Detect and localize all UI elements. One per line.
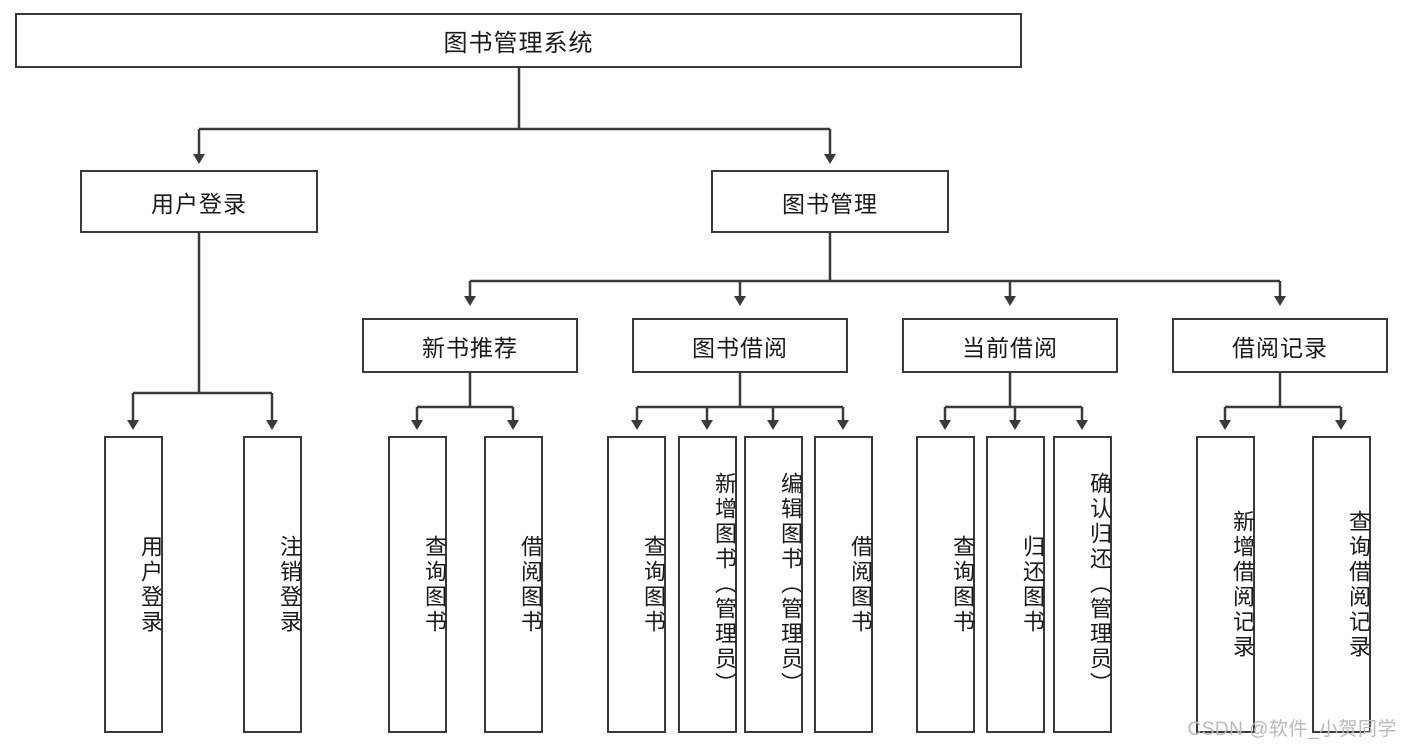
node-leaf-user-logout[interactable]: 注销登录 [243,436,302,733]
node-user-login[interactable]: 用户登录 [80,170,318,233]
node-leaf-query-book-1[interactable]: 查询图书 [388,436,447,733]
node-leaf-user-logout-label: 注销登录 [277,534,302,635]
node-leaf-query-record[interactable]: 查询借阅记录 [1312,436,1371,733]
node-borrow-record[interactable]: 借阅记录 [1172,318,1388,373]
node-book-management[interactable]: 图书管理 [711,170,949,233]
node-leaf-query-record-label: 查询借阅记录 [1346,509,1371,660]
node-leaf-confirm-return-label: 确认归还（管理员） [1087,472,1112,697]
node-leaf-query-book-1-label: 查询图书 [422,534,447,635]
node-root[interactable]: 图书管理系统 [15,13,1022,68]
node-new-book-recommend-label: 新书推荐 [422,334,518,361]
watermark-text: CSDN @软件_小贺同学 [1187,719,1397,740]
node-leaf-borrow-book-1[interactable]: 借阅图书 [484,436,543,733]
node-leaf-edit-book-label: 编辑图书（管理员） [778,472,803,697]
node-leaf-add-book[interactable]: 新增图书（管理员） [678,436,737,733]
node-book-management-label: 图书管理 [782,190,878,217]
node-root-label: 图书管理系统 [443,30,594,57]
node-leaf-user-login[interactable]: 用户登录 [104,436,163,733]
node-leaf-add-record[interactable]: 新增借阅记录 [1196,436,1255,733]
node-current-borrow-label: 当前借阅 [962,334,1058,361]
node-leaf-edit-book[interactable]: 编辑图书（管理员） [744,436,803,733]
node-user-login-label: 用户登录 [151,190,247,217]
node-leaf-query-book-3-label: 查询图书 [950,534,975,635]
node-leaf-query-book-3[interactable]: 查询图书 [916,436,975,733]
node-book-borrow[interactable]: 图书借阅 [632,318,848,373]
node-leaf-add-record-label: 新增借阅记录 [1230,509,1255,660]
node-leaf-borrow-book-2[interactable]: 借阅图书 [814,436,873,733]
node-leaf-user-login-label: 用户登录 [138,534,163,635]
node-borrow-record-label: 借阅记录 [1232,334,1328,361]
node-book-borrow-label: 图书借阅 [692,334,788,361]
node-new-book-recommend[interactable]: 新书推荐 [362,318,578,373]
node-leaf-return-book[interactable]: 归还图书 [986,436,1045,733]
node-leaf-confirm-return[interactable]: 确认归还（管理员） [1053,436,1112,733]
node-current-borrow[interactable]: 当前借阅 [902,318,1118,373]
node-leaf-add-book-label: 新增图书（管理员） [712,472,737,697]
node-leaf-return-book-label: 归还图书 [1020,534,1045,635]
node-leaf-borrow-book-1-label: 借阅图书 [518,534,543,635]
node-leaf-query-book-2-label: 查询图书 [641,534,666,635]
node-leaf-query-book-2[interactable]: 查询图书 [607,436,666,733]
node-leaf-borrow-book-2-label: 借阅图书 [848,534,873,635]
